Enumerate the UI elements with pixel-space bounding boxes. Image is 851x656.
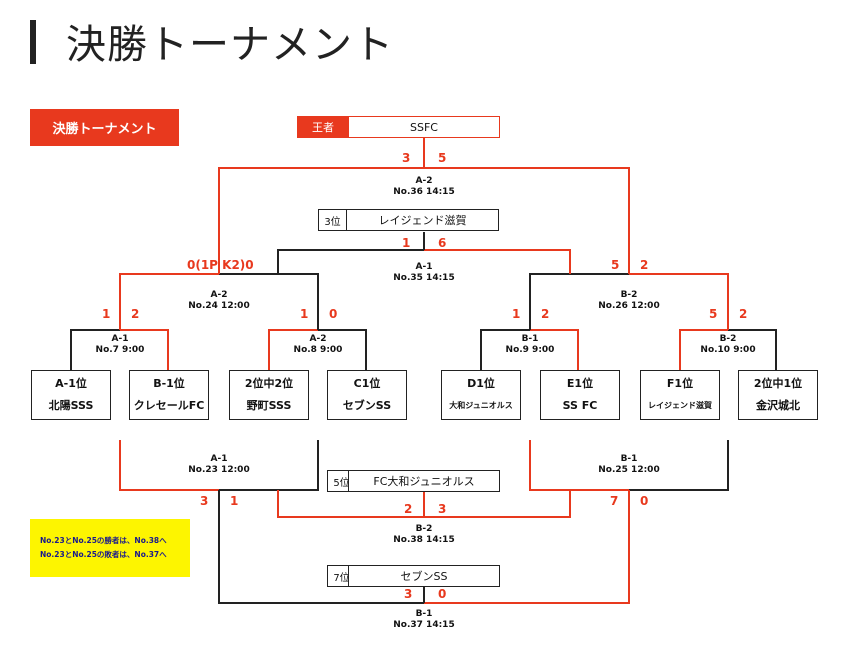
line-m23-left <box>119 440 219 491</box>
seventh-place-name: セブンSS <box>348 565 500 587</box>
note-line: No.23とNo.25の敗者は、No.37へ <box>40 550 167 559</box>
score-m8-right: 0 <box>329 307 338 321</box>
score-m7-left: 1 <box>102 307 111 321</box>
score-m7-right: 2 <box>131 307 140 321</box>
line-m8-left <box>268 329 318 370</box>
team-name: 野町SSS <box>246 399 292 412</box>
line-m8-right <box>318 329 367 370</box>
line-m38-right <box>424 490 571 518</box>
team-name: セブンSS <box>342 399 392 412</box>
team-seed: F1位 <box>666 377 694 390</box>
score-third-right: 6 <box>438 236 447 250</box>
bracket-note: No.23とNo.25の勝者は、No.38へ No.23とNo.25の敗者は、N… <box>30 519 190 577</box>
score-m38-left: 2 <box>404 502 413 516</box>
fifth-place-name: FC大和ジュニオルス <box>348 470 500 492</box>
line-m36-right <box>424 167 630 274</box>
line-m23-right <box>219 440 319 491</box>
line-m26-right <box>629 273 729 330</box>
team-seed: E1位 <box>566 377 594 390</box>
team-name: 金沢城北 <box>756 399 800 412</box>
score-m23-left: 3 <box>200 494 209 508</box>
team-box: F1位 レイジェンド滋賀 <box>640 370 720 420</box>
line-m9-right <box>530 329 579 370</box>
score-third-left: 1 <box>402 236 411 250</box>
line-m7-right <box>120 329 169 370</box>
line-m24-right <box>219 273 319 330</box>
score-m23-right: 1 <box>230 494 239 508</box>
team-seed: 2位中1位 <box>753 377 803 390</box>
team-box: A-1位 北陽SSS <box>31 370 111 420</box>
score-sf-right-right: 2 <box>640 258 649 272</box>
team-name: レイジェンド滋賀 <box>648 401 712 410</box>
line-m7-left <box>70 329 120 370</box>
team-seed: B-1位 <box>153 377 185 390</box>
line-m25-right <box>629 440 729 491</box>
line-m37-right <box>424 490 630 604</box>
score-m37-left: 3 <box>404 587 413 601</box>
team-seed: 2位中2位 <box>244 377 294 390</box>
line-m9-left <box>480 329 530 370</box>
team-name: 北陽SSS <box>48 399 94 412</box>
page-title: 決勝トーナメント <box>66 22 394 68</box>
team-seed: A-1位 <box>55 377 87 390</box>
team-name: 大和ジュニオルス <box>449 401 513 410</box>
line-m36-left <box>218 167 424 274</box>
score-sf-right-left: 5 <box>611 258 620 272</box>
line-m26-left <box>529 273 629 330</box>
team-name: クレセールFC <box>133 399 205 412</box>
line-m35-left <box>277 249 424 274</box>
team-box: D1位 大和ジュニオルス <box>441 370 521 420</box>
third-place-tag: 3位 <box>318 209 346 231</box>
team-name: SS FC <box>562 399 598 412</box>
score-m9-left: 1 <box>512 307 521 321</box>
score-m25-right: 0 <box>640 494 649 508</box>
team-seed: C1位 <box>353 377 381 390</box>
team-box: B-1位 クレセールFC <box>129 370 209 420</box>
team-seed: D1位 <box>467 377 495 390</box>
line-m10-right <box>728 329 777 370</box>
line-m38-left <box>277 490 424 518</box>
score-m38-right: 3 <box>438 502 447 516</box>
line-m35-right <box>424 249 571 274</box>
score-m10-left: 5 <box>709 307 718 321</box>
team-box: 2位中2位 野町SSS <box>229 370 309 420</box>
team-box: C1位 セブンSS <box>327 370 407 420</box>
score-m25-left: 7 <box>610 494 619 508</box>
score-m9-right: 2 <box>541 307 550 321</box>
score-sf-left: 0(1P K2)0 <box>187 258 254 272</box>
section-label: 決勝トーナメント <box>30 109 179 146</box>
line-m10-left <box>679 329 728 370</box>
score-final-right: 5 <box>438 151 447 165</box>
line-m37-left <box>218 490 424 604</box>
heading-accent-bar <box>30 20 36 64</box>
line-m24-left <box>119 273 219 330</box>
score-m10-right: 2 <box>739 307 748 321</box>
note-line: No.23とNo.25の勝者は、No.38へ <box>40 536 167 545</box>
team-box: E1位 SS FC <box>540 370 620 420</box>
score-m37-right: 0 <box>438 587 447 601</box>
line-m25-left <box>529 440 629 491</box>
team-box: 2位中1位 金沢城北 <box>738 370 818 420</box>
score-m8-left: 1 <box>300 307 309 321</box>
third-place-name: レイジェンド滋賀 <box>346 209 499 231</box>
champion-name: SSFC <box>348 116 500 138</box>
champion-tag: 王者 <box>297 116 349 138</box>
score-final-left: 3 <box>402 151 411 165</box>
